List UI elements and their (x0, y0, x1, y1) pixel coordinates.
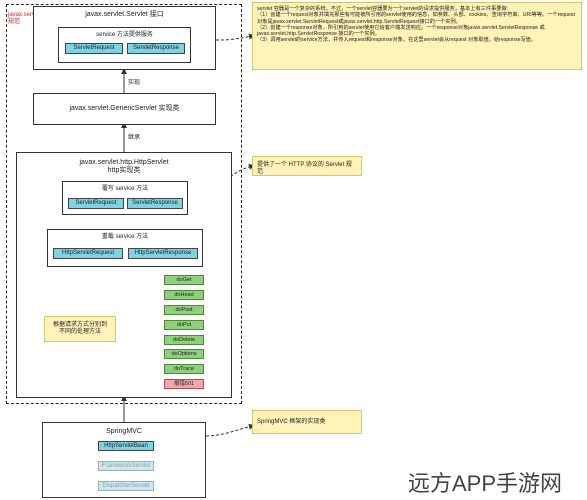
springmvc-title: SpringMVC (106, 428, 142, 435)
method-doHead: doHead (164, 290, 204, 300)
servlet-interface-box: javax.servlet.Servlet 接口 service 方法提供服务 … (33, 6, 216, 70)
http-servlet-title: javax.servlet.http.HttpServlet http实现类 (79, 159, 169, 174)
springmvc-box: SpringMVC HttpServletBean FrameworkServl… (42, 422, 206, 498)
servlet-spec-label: javax.servlet 规范 (8, 12, 42, 25)
service-method-box: service 方法提供服务 ServletRequest ServletRes… (58, 27, 191, 63)
method-error-501: 报错501 (164, 379, 204, 389)
method-doTrace: doTrace (164, 364, 204, 374)
implements-label: 实现 (128, 80, 141, 86)
springmvc-note: SpringMVC 框架的实现类 (252, 410, 362, 434)
watermark: 远方APP手游网 (408, 471, 563, 496)
http-response-chip: HttpServletResponse (128, 248, 198, 259)
servlet-response-chip: ServletResponse (127, 43, 185, 54)
dispatch-note: 根据请求方式分别到 不同的处理方法 (44, 316, 116, 342)
servlet-container-note: servlet 容器是一个复杂的系统。不过，一个servlet容器要为一个ser… (252, 2, 582, 70)
extends-label: 继承 (128, 135, 141, 141)
method-doPut: doPut (164, 320, 204, 330)
override-service-title: 覆写 service 方法 (101, 186, 149, 192)
httpservletbean-chip: HttpServletBean (98, 441, 154, 451)
frameworkservlet-chip: FrameworkServlet (98, 461, 154, 471)
override-request-chip: ServletRequest (68, 198, 124, 209)
method-doOptions: doOptions (164, 349, 204, 359)
method-doGet: doGet (164, 275, 204, 285)
override-service-box: 覆写 service 方法 ServletRequest ServletResp… (62, 181, 188, 215)
servlet-interface-title: javax.servlet.Servlet 接口 (85, 11, 164, 18)
servlet-request-chip: ServletRequest (65, 43, 123, 54)
generic-servlet-box: javax.servlet.GenericServlet 实现类 (33, 93, 216, 125)
javax-servlet-region (6, 4, 242, 404)
override-response-chip: ServletResponse (127, 198, 183, 209)
method-doPost: doPost (164, 305, 204, 315)
dispatcherservlet-chip: DispatcherServlet (98, 481, 154, 491)
overload-service-title: 重载 service 方法 (101, 234, 149, 240)
servlet-callout (215, 33, 255, 41)
http-request-chip: HttpServletRequest (53, 248, 123, 259)
http-spec-note: 提供了一个 HTTP 协议的 Servlet 规范 (252, 156, 362, 176)
springmvc-callout (205, 423, 255, 437)
service-method-title: service 方法提供服务 (96, 32, 153, 38)
method-doDelete: doDelete (164, 335, 204, 345)
overload-service-box: 重载 service 方法 HttpServletRequest HttpSer… (47, 229, 203, 267)
